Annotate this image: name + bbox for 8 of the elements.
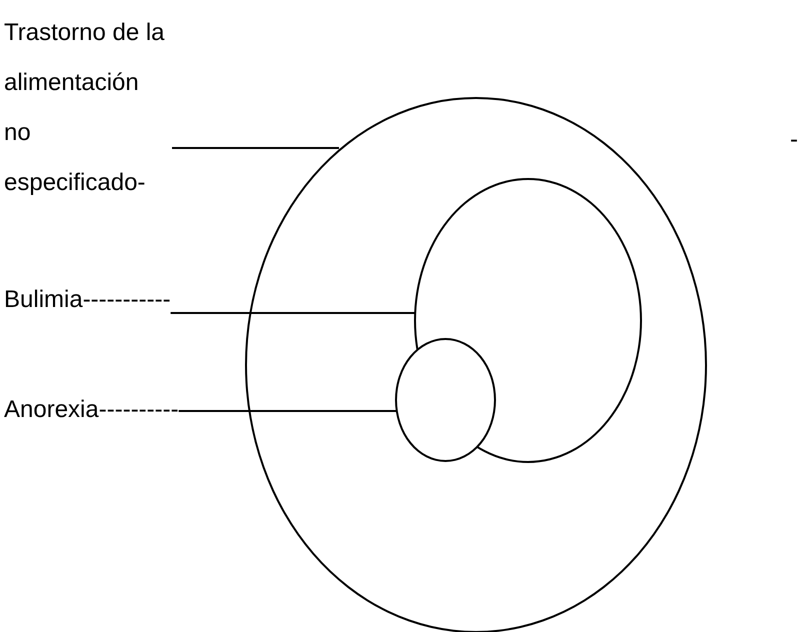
leader-line	[170, 312, 416, 314]
ellipse-shape	[245, 97, 707, 632]
label-text: Anorexia----------	[4, 385, 179, 435]
label-text: Bulimia-----------	[4, 275, 171, 325]
label-text: Trastorno de la alimentación no especificado-	[4, 8, 172, 208]
leader-line	[172, 147, 339, 149]
leader-line	[178, 410, 396, 412]
stray-text: -	[790, 125, 798, 155]
